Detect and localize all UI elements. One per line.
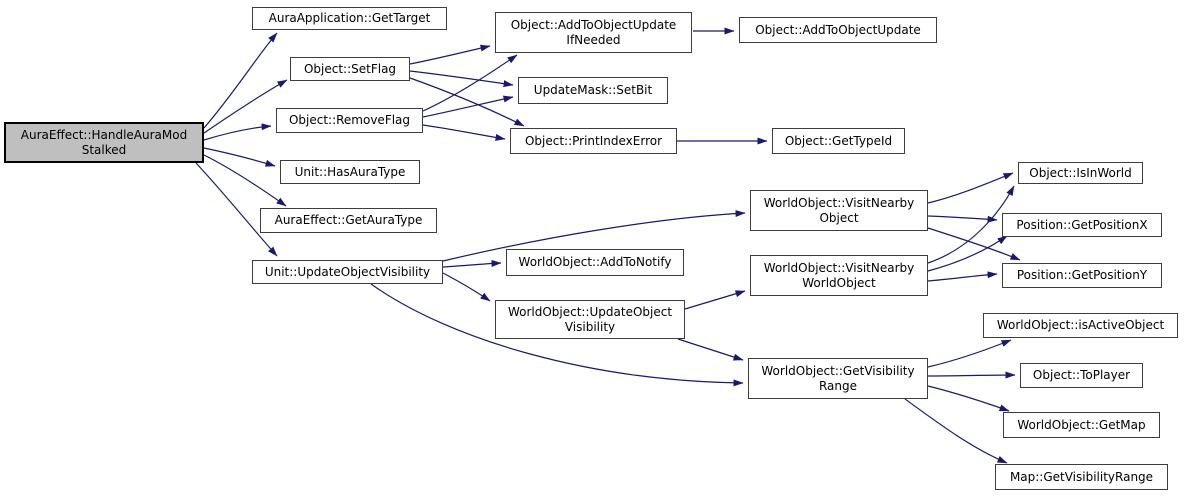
edge-visit-nearby-world-object-to-is-in-world [927,185,1015,264]
edge-set-flag-to-print-index-error [409,77,525,127]
edge-remove-flag-to-update-mask-set-bit [422,95,514,118]
node-world-update-object-visibility[interactable]: WorldObject::UpdateObject Visibility [495,300,685,339]
edge-remove-flag-to-add-to-object-update-if-needed [422,54,518,112]
edge-handle-aura-mod-stalked-to-unit-update-object-visibility [195,162,278,257]
node-to-player[interactable]: Object::ToPlayer [1020,363,1143,388]
edge-handle-aura-mod-stalked-to-get-aura-type [203,154,287,207]
node-set-flag[interactable]: Object::SetFlag [290,57,410,81]
edge-visit-nearby-world-object-to-get-position-y [927,271,998,282]
node-get-position-y[interactable]: Position::GetPositionY [1002,263,1162,288]
edge-get-visibility-range-to-get-map [927,385,1010,412]
edge-handle-aura-mod-stalked-to-remove-flag [203,123,272,141]
edge-get-visibility-range-to-to-player [927,371,1016,379]
edge-unit-update-object-visibility-to-visit-nearby-object [442,210,746,262]
edge-unit-update-object-visibility-to-get-visibility-range [370,283,744,387]
edge-world-update-object-visibility-to-visit-nearby-world-object [684,290,746,310]
edge-unit-update-object-visibility-to-world-add-to-notify [442,259,502,268]
node-get-type-id[interactable]: Object::GetTypeId [772,128,905,154]
node-get-aura-type[interactable]: AuraEffect::GetAuraType [260,208,437,233]
node-remove-flag[interactable]: Object::RemoveFlag [276,108,423,133]
edge-handle-aura-mod-stalked-to-get-target [203,32,278,129]
node-visit-nearby-object[interactable]: WorldObject::VisitNearby Object [750,190,928,231]
node-get-visibility-range[interactable]: WorldObject::GetVisibility Range [748,358,928,399]
edge-visit-nearby-world-object-to-get-position-x [927,235,1008,272]
node-is-in-world[interactable]: Object::IsInWorld [1018,162,1143,184]
edge-world-update-object-visibility-to-get-visibility-range [677,338,744,361]
edge-unit-update-object-visibility-to-world-update-object-visibility [442,272,491,302]
node-add-to-object-update[interactable]: Object::AddToObjectUpdate [739,17,937,43]
edge-visit-nearby-object-to-get-position-y [927,227,1021,261]
edge-get-visibility-range-to-is-active-object [927,339,1012,368]
node-has-aura-type[interactable]: Unit::HasAuraType [280,160,420,184]
node-is-active-object[interactable]: WorldObject::isActiveObject [983,313,1178,338]
edge-remove-flag-to-print-index-error [422,124,506,141]
edge-set-flag-to-add-to-object-update-if-needed [409,44,491,65]
node-map-get-visibility-range[interactable]: Map::GetVisibilityRange [995,464,1168,490]
node-visit-nearby-world-object[interactable]: WorldObject::VisitNearby WorldObject [750,255,928,296]
node-world-add-to-notify[interactable]: WorldObject::AddToNotify [506,249,684,276]
edge-handle-aura-mod-stalked-to-set-flag [203,79,288,134]
node-unit-update-object-visibility[interactable]: Unit::UpdateObjectVisibility [252,260,443,284]
node-get-target[interactable]: AuraApplication::GetTarget [252,7,447,30]
edge-group [195,27,1021,464]
node-get-map[interactable]: WorldObject::GetMap [1003,412,1160,438]
edge-set-flag-to-update-mask-set-bit [409,70,514,88]
edge-handle-aura-mod-stalked-to-has-aura-type [203,147,276,167]
edge-visit-nearby-object-to-is-in-world [927,172,1014,204]
edge-get-visibility-range-to-map-get-visibility-range [904,398,1008,464]
node-handle-aura-mod-stalked[interactable]: AuraEffect::HandleAuraMod Stalked [4,122,204,163]
node-add-to-object-update-if-needed[interactable]: Object::AddToObjectUpdate IfNeeded [495,12,692,53]
node-update-mask-set-bit[interactable]: UpdateMask::SetBit [518,77,668,104]
node-get-position-x[interactable]: Position::GetPositionX [1002,213,1162,237]
node-print-index-error[interactable]: Object::PrintIndexError [510,128,677,154]
